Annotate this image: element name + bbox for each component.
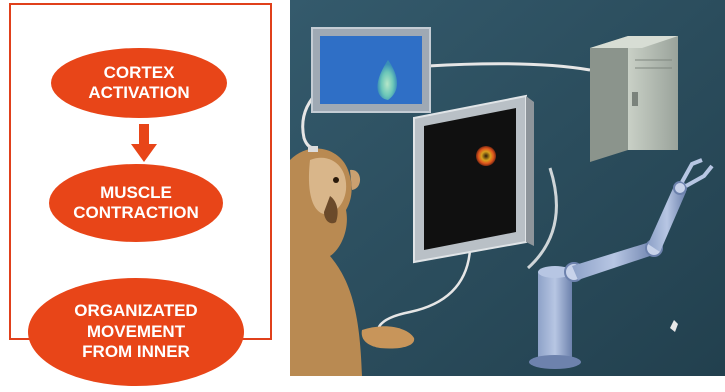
monkey-icon — [290, 146, 415, 376]
computer-tower-icon — [590, 36, 678, 162]
robotic-arm-icon — [529, 158, 714, 369]
arm-cable — [526, 167, 558, 270]
electrode-implant — [308, 146, 318, 152]
target-circle-icon — [476, 146, 496, 166]
down-arrow-icon — [131, 124, 157, 162]
brain-activity-blob — [377, 60, 398, 100]
step-cortex-activation: CORTEX ACTIVATION — [51, 48, 227, 118]
small-figure-icon — [670, 320, 678, 332]
step-muscle-contraction: MUSCLE CONTRACTION — [49, 164, 223, 242]
monkey-hand — [361, 326, 415, 349]
main-monitor-icon — [413, 94, 534, 264]
step-organized-movement-label: ORGANIZATED MOVEMENT FROM INNER — [74, 301, 198, 362]
monitor-icon — [311, 27, 431, 113]
step-cortex-activation-label: CORTEX ACTIVATION — [88, 62, 190, 102]
step-organized-movement: ORGANIZATED MOVEMENT FROM INNER — [28, 278, 244, 386]
step-muscle-contraction-label: MUSCLE CONTRACTION — [73, 182, 199, 222]
bci-illustration — [290, 0, 725, 376]
monitor-to-tower-cable — [427, 62, 591, 72]
monitor-cable — [376, 249, 472, 331]
